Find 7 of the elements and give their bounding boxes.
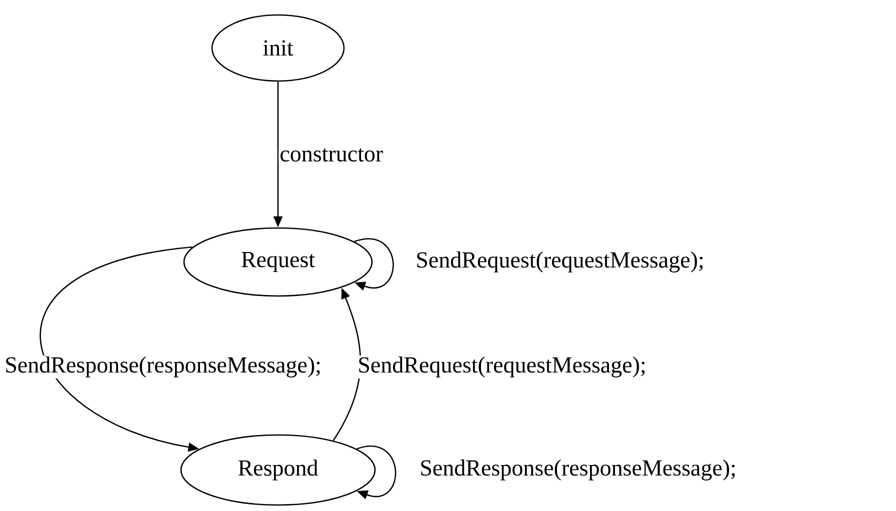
arrow bbox=[356, 446, 396, 500]
edge-label: constructor bbox=[278, 147, 384, 163]
edge-label: SendRequest(requestMessage); bbox=[356, 356, 648, 378]
edge-label: SendResponse(responseMessage); bbox=[418, 458, 738, 482]
arrow bbox=[354, 238, 394, 291]
edge-label: SendRequest(requestMessage); bbox=[414, 250, 706, 274]
edge-label: SendResponse(responseMessage); bbox=[4, 356, 322, 378]
